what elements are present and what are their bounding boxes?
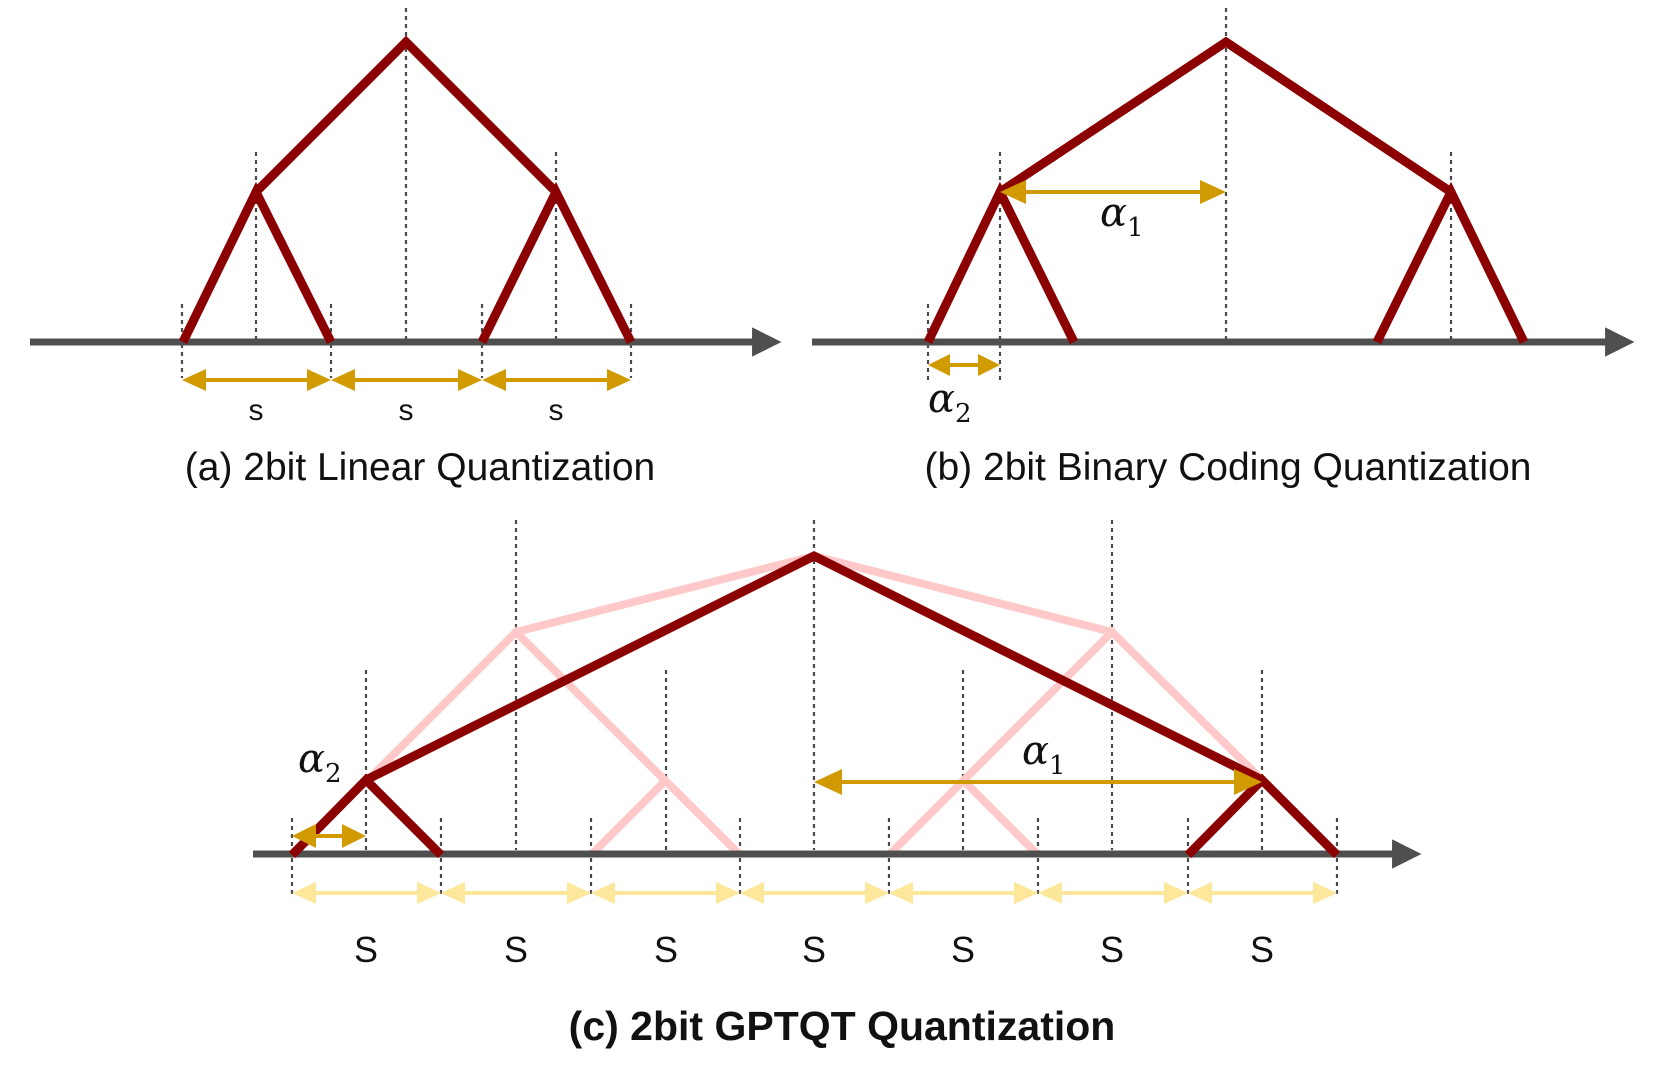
step-label: s xyxy=(549,394,564,427)
step-label: s xyxy=(249,394,264,427)
panel-c-guides xyxy=(290,520,1339,895)
step-label: S xyxy=(504,929,528,970)
panel-c-tree xyxy=(288,550,1341,859)
panel-c-caption: (c) 2bit GPTQT Quantization xyxy=(569,1003,1116,1049)
alpha2-label: α2 xyxy=(298,736,342,789)
step-arrow xyxy=(482,369,631,391)
step-arrow xyxy=(441,882,591,904)
alpha1-arrow xyxy=(1000,180,1226,204)
step-arrow xyxy=(182,369,331,391)
panel-a-tree xyxy=(178,35,636,345)
panel-b-binary-coding: α1 α2 (b) 2bit Binary Coding Quantizatio… xyxy=(812,8,1635,489)
panel-a-linear: s s s (a) 2bit Linear Quantization xyxy=(30,8,782,489)
step-arrow xyxy=(1038,882,1188,904)
step-arrow xyxy=(331,369,482,391)
panel-b-caption: (b) 2bit Binary Coding Quantization xyxy=(925,446,1532,489)
alpha2-label: α2 xyxy=(928,376,972,429)
step-arrow xyxy=(889,882,1038,904)
step-label: S xyxy=(354,929,378,970)
panel-c-step-arrows xyxy=(292,882,1337,904)
alpha1-label: α1 xyxy=(1100,190,1144,243)
panel-a-caption: (a) 2bit Linear Quantization xyxy=(185,446,655,489)
step-label: S xyxy=(802,929,826,970)
step-label: S xyxy=(1250,929,1274,970)
panel-a-step-arrows xyxy=(182,369,631,391)
alpha2-arrow xyxy=(292,824,366,848)
step-label: S xyxy=(951,929,975,970)
step-arrow xyxy=(740,882,889,904)
step-label: S xyxy=(654,929,678,970)
alpha1-label: α1 xyxy=(1022,728,1066,781)
panel-b-guides xyxy=(926,8,1453,380)
step-arrow xyxy=(591,882,740,904)
step-label: S xyxy=(1100,929,1124,970)
step-arrow xyxy=(292,882,441,904)
step-arrow xyxy=(1188,882,1337,904)
step-label: s xyxy=(399,394,414,427)
panel-a-guides xyxy=(180,8,633,378)
alpha1-arrow xyxy=(814,769,1262,795)
alpha2-arrow xyxy=(928,354,1000,376)
panel-c-gptqt: α1 α2 S S S S S S S (c) 2bit GPTQT Quant… xyxy=(253,520,1422,1049)
